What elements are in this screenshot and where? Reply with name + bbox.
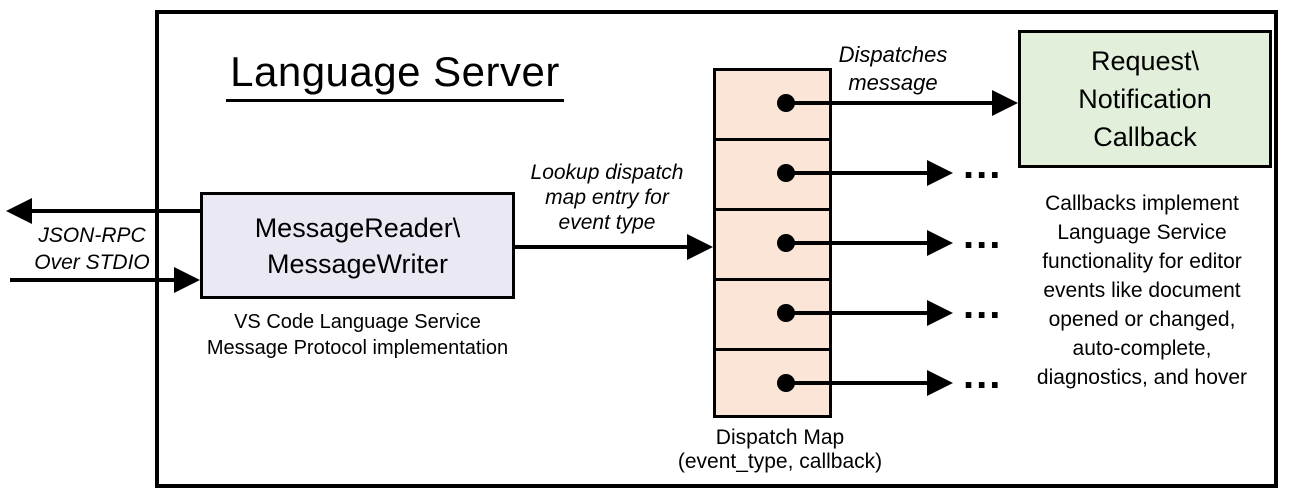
message-reader-writer-box: MessageReader\ MessageWriter [200,192,515,299]
callbacks-note-line: events like document [1043,279,1241,302]
callback-box-line1: Request\ [1090,46,1200,76]
ellipsis-row5: ... [963,353,1003,397]
diagram-title: Language Server [160,48,630,102]
callbacks-note: Callbacks implement Language Service fun… [1005,189,1279,392]
callback-box-line3: Callback [1093,122,1197,152]
lookup-label-line2: map entry for [545,186,669,209]
callbacks-note-line: opened or changed, [1048,308,1236,331]
message-reader-caption-line1: VS Code Language Service [234,311,481,333]
callbacks-note-line: auto-complete, [1072,337,1212,360]
dispatches-label-line1: Dispatches [838,42,948,67]
message-reader-caption: VS Code Language Service Message Protoco… [160,309,555,361]
dispatch-map-stack [713,68,832,418]
lookup-dispatch-label: Lookup dispatch map entry for event type [511,160,703,235]
callbacks-note-line: Callbacks implement [1045,192,1239,215]
dispatch-map-caption-line2: (event_type, callback) [677,450,883,473]
ellipsis-row3: ... [963,213,1003,257]
language-server-box [155,10,1278,488]
dispatch-map-cell-divider [715,208,830,211]
dispatch-map-cell-divider [715,138,830,141]
io-label-line1: JSON-RPC [38,224,146,247]
ellipsis-row4: ... [963,283,1003,327]
message-reader-label: MessageReader\ [254,212,461,243]
diagram-title-text: Language Server [226,48,564,102]
callbacks-note-line: Language Service [1057,221,1227,244]
dispatches-label-line2: message [848,70,938,95]
callbacks-note-line: diagnostics, and hover [1036,366,1248,389]
dispatch-map-caption-line1: Dispatch Map [715,426,845,449]
callbacks-note-line: functionality for editor [1042,250,1242,273]
ellipsis-row2: ... [963,143,1003,187]
lookup-label-line1: Lookup dispatch [530,161,684,184]
callback-box-line2: Notification [1078,84,1212,114]
request-notification-callback-box: Request\ Notification Callback [1018,30,1272,168]
io-label-line2: Over STDIO [34,251,150,274]
dispatch-map-cell-divider [715,348,830,351]
dispatches-message-label: Dispatches message [818,41,968,97]
message-reader-caption-line2: Message Protocol implementation [206,337,509,359]
message-writer-label: MessageWriter [266,248,449,279]
io-label: JSON-RPC Over STDIO [22,222,162,276]
dispatch-map-cell-divider [715,278,830,281]
dispatch-map-caption: Dispatch Map (event_type, callback) [658,426,902,474]
lookup-label-line3: event type [558,211,656,234]
